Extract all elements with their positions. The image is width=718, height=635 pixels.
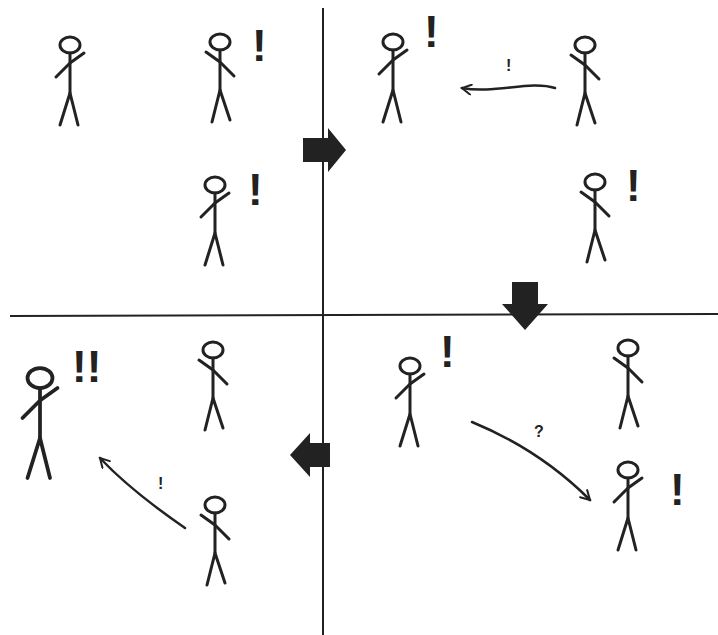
attention-arrow: [462, 85, 555, 89]
stick-figure: [614, 340, 642, 428]
stick-figure: [201, 177, 229, 265]
block-arrow-left: [290, 433, 330, 477]
exclamation-mark: !: [252, 24, 267, 68]
attention-arrow: [100, 458, 185, 528]
stick-figure: [396, 358, 424, 446]
horizontal-axis: [10, 314, 718, 316]
stick-figure: [581, 174, 609, 262]
stick-figure: [23, 368, 58, 478]
vertical-axis: [322, 8, 324, 635]
stick-figure: [199, 342, 227, 430]
stick-figure: [206, 34, 234, 122]
exclamation-mark: !: [248, 168, 263, 212]
exclamation-mark: !!: [72, 345, 101, 389]
block-arrow-down: [502, 282, 548, 330]
exclamation-mark: !: [424, 10, 439, 54]
stick-figure: [201, 497, 229, 585]
stick-figure: [614, 462, 642, 550]
arrow-label: ?: [534, 424, 544, 440]
stick-figure: [571, 37, 599, 125]
exclamation-mark: !: [440, 330, 455, 374]
exclamation-mark: !: [626, 164, 641, 208]
stick-figure: [379, 34, 407, 122]
attention-arrow: [472, 422, 590, 500]
arrow-label: !: [506, 58, 511, 74]
stick-figure: [56, 37, 84, 125]
arrow-label: !: [158, 476, 163, 492]
exclamation-mark: !: [670, 468, 685, 512]
block-arrow-right: [303, 128, 346, 172]
